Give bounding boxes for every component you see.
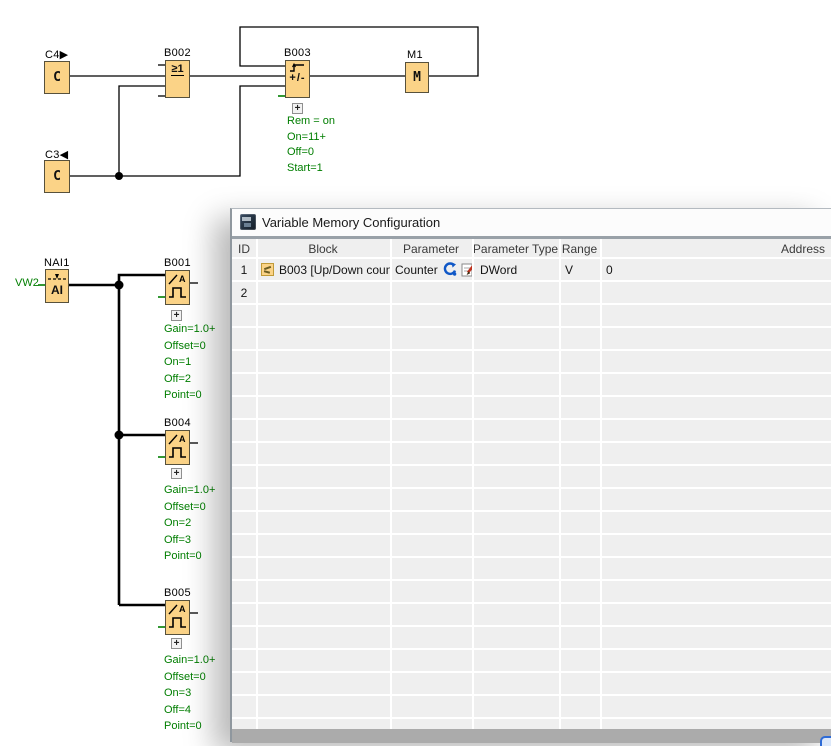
- params-b001: Gain=1.0+ Offset=0 On=1 Off=2 Point=0: [164, 321, 215, 404]
- cell-range: [559, 282, 600, 303]
- label-vw2: VW2: [15, 277, 39, 289]
- block-b001-analog-trigger[interactable]: A: [165, 270, 190, 305]
- label-nai1: NAI1: [44, 257, 70, 269]
- cell-parameter-type: DWord: [472, 259, 559, 280]
- block-m1-flag[interactable]: M: [405, 62, 429, 93]
- cell-parameter-type: [472, 282, 559, 303]
- column-separator: [600, 239, 602, 729]
- block-b003-updown-counter[interactable]: +/-: [285, 60, 310, 98]
- cursor-key-symbol: C: [53, 169, 61, 184]
- cell-id: 2: [232, 282, 256, 303]
- column-separator: [256, 239, 258, 729]
- ok-button[interactable]: [820, 736, 831, 746]
- cell-block: B003 [Up/Down counter]: [256, 259, 390, 280]
- logo-app-icon: [240, 214, 256, 230]
- expand-icon[interactable]: +: [171, 468, 182, 479]
- svg-text:A: A: [179, 604, 186, 614]
- table-body[interactable]: 1 B003 [Up/Down counter] Counter: [232, 259, 831, 729]
- counter-block-icon: [261, 263, 274, 276]
- cell-parameter: Counter: [390, 259, 472, 280]
- label-c4: C4▶: [45, 48, 68, 61]
- label-b005: B005: [164, 587, 191, 599]
- analog-threshold-icon: A: [167, 432, 188, 462]
- svg-text:A: A: [179, 274, 186, 284]
- flag-symbol: M: [413, 70, 421, 85]
- cell-address: [600, 282, 831, 303]
- col-id: ID: [232, 239, 256, 259]
- block-b002-or[interactable]: ≥1: [165, 60, 190, 98]
- column-separator: [559, 239, 561, 729]
- block-c4-cursor-key[interactable]: C: [44, 61, 70, 94]
- analog-threshold-icon: A: [167, 272, 188, 302]
- cell-address: 0: [600, 259, 831, 280]
- analog-threshold-icon: A: [167, 602, 188, 632]
- block-nai1-analog-input[interactable]: AI: [45, 269, 69, 303]
- params-b003: Rem = on On=11+ Off=0 Start=1: [287, 114, 335, 176]
- cell-range: V: [559, 259, 600, 280]
- variable-memory-dialog: Variable Memory Configuration ID Block P…: [230, 208, 831, 742]
- refresh-icon[interactable]: [442, 262, 457, 277]
- column-separator: [472, 239, 474, 729]
- col-address: Address: [600, 239, 831, 259]
- label-b004: B004: [164, 417, 191, 429]
- block-c3-cursor-key[interactable]: C: [44, 160, 70, 193]
- params-b004: Gain=1.0+ Offset=0 On=2 Off=3 Point=0: [164, 482, 215, 565]
- or-gate-symbol: ≥1: [171, 63, 183, 76]
- ai-symbol: AI: [51, 284, 63, 297]
- table-row[interactable]: 2: [232, 282, 831, 303]
- edit-icon[interactable]: [461, 262, 472, 277]
- expand-icon[interactable]: +: [171, 310, 182, 321]
- col-parameter-type: Parameter Type: [472, 239, 559, 259]
- block-b004-analog-trigger[interactable]: A: [165, 430, 190, 465]
- dialog-bottom-bar: [232, 729, 831, 743]
- svg-text:A: A: [179, 434, 186, 444]
- dialog-title: Variable Memory Configuration: [262, 215, 440, 230]
- label-b003: B003: [284, 47, 311, 59]
- expand-icon[interactable]: +: [171, 638, 182, 649]
- dialog-titlebar[interactable]: Variable Memory Configuration: [232, 209, 831, 236]
- table-row[interactable]: 1 B003 [Up/Down counter] Counter: [232, 259, 831, 280]
- updown-symbol: +/-: [289, 73, 305, 84]
- col-range: Range: [559, 239, 600, 259]
- table-header: ID Block Parameter Parameter Type Range …: [232, 239, 831, 259]
- label-m1: M1: [407, 49, 423, 61]
- cursor-right-icon: ▶: [60, 49, 69, 61]
- cell-id: 1: [232, 259, 256, 280]
- cell-block: [256, 282, 390, 303]
- cursor-key-symbol: C: [53, 70, 61, 85]
- params-b005: Gain=1.0+ Offset=0 On=3 Off=4 Point=0: [164, 652, 215, 735]
- expand-icon[interactable]: +: [292, 103, 303, 114]
- label-b001: B001: [164, 257, 191, 269]
- col-block: Block: [256, 239, 390, 259]
- column-separator: [390, 239, 392, 729]
- memory-table: ID Block Parameter Parameter Type Range …: [232, 239, 831, 729]
- label-b002: B002: [164, 47, 191, 59]
- block-b005-analog-trigger[interactable]: A: [165, 600, 190, 635]
- col-parameter: Parameter: [390, 239, 472, 259]
- cell-parameter: [390, 282, 472, 303]
